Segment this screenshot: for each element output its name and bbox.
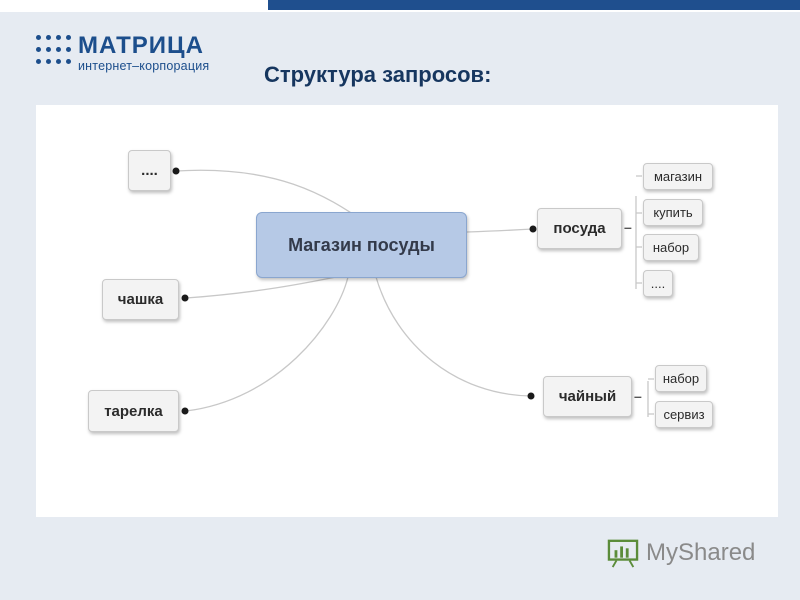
connector-line — [466, 228, 534, 233]
connector-line — [375, 276, 532, 397]
left-node[interactable]: чашка — [102, 279, 179, 320]
connector-dot — [172, 167, 180, 175]
branch-node-posuda[interactable]: посуда — [537, 208, 622, 249]
connector-dot — [529, 225, 537, 233]
connector-line — [647, 378, 654, 417]
chart-presentation-icon — [607, 539, 639, 568]
leaf-node[interactable]: сервиз — [655, 401, 713, 428]
company-logo: МАТРИЦА интернет–корпорация — [36, 32, 246, 75]
connector-line — [185, 276, 349, 412]
mind-map-canvas: Магазин посуды .... чашка тарелка посуда… — [36, 105, 778, 517]
leaf-node[interactable]: .... — [643, 270, 673, 297]
connector-dot — [527, 392, 535, 400]
logo-brand-name: МАТРИЦА — [78, 32, 204, 59]
collapse-toggle[interactable]: – — [624, 219, 632, 235]
left-node[interactable]: тарелка — [88, 390, 179, 432]
connector-line — [185, 276, 337, 299]
watermark: MyShared — [606, 537, 766, 573]
leaf-node[interactable]: набор — [643, 234, 699, 261]
collapse-toggle[interactable]: – — [634, 388, 642, 404]
top-accent-bar — [268, 0, 800, 10]
watermark-text: MyShared — [646, 539, 756, 566]
connector-lines — [172, 167, 654, 417]
left-node[interactable]: .... — [128, 150, 171, 191]
logo-tagline: интернет–корпорация — [78, 59, 210, 73]
center-node[interactable]: Магазин посуды — [256, 212, 467, 278]
leaf-node[interactable]: магазин — [643, 163, 713, 190]
logo-dots-icon — [36, 35, 72, 71]
connector-line — [635, 175, 642, 289]
connector-dot — [181, 407, 189, 415]
top-bar — [0, 0, 800, 12]
connector-dot — [181, 294, 189, 302]
slide-title: Структура запросов: — [264, 62, 492, 87]
leaf-node[interactable]: купить — [643, 199, 703, 226]
leaf-node[interactable]: набор — [655, 365, 707, 392]
branch-node-chainy[interactable]: чайный — [543, 376, 632, 417]
